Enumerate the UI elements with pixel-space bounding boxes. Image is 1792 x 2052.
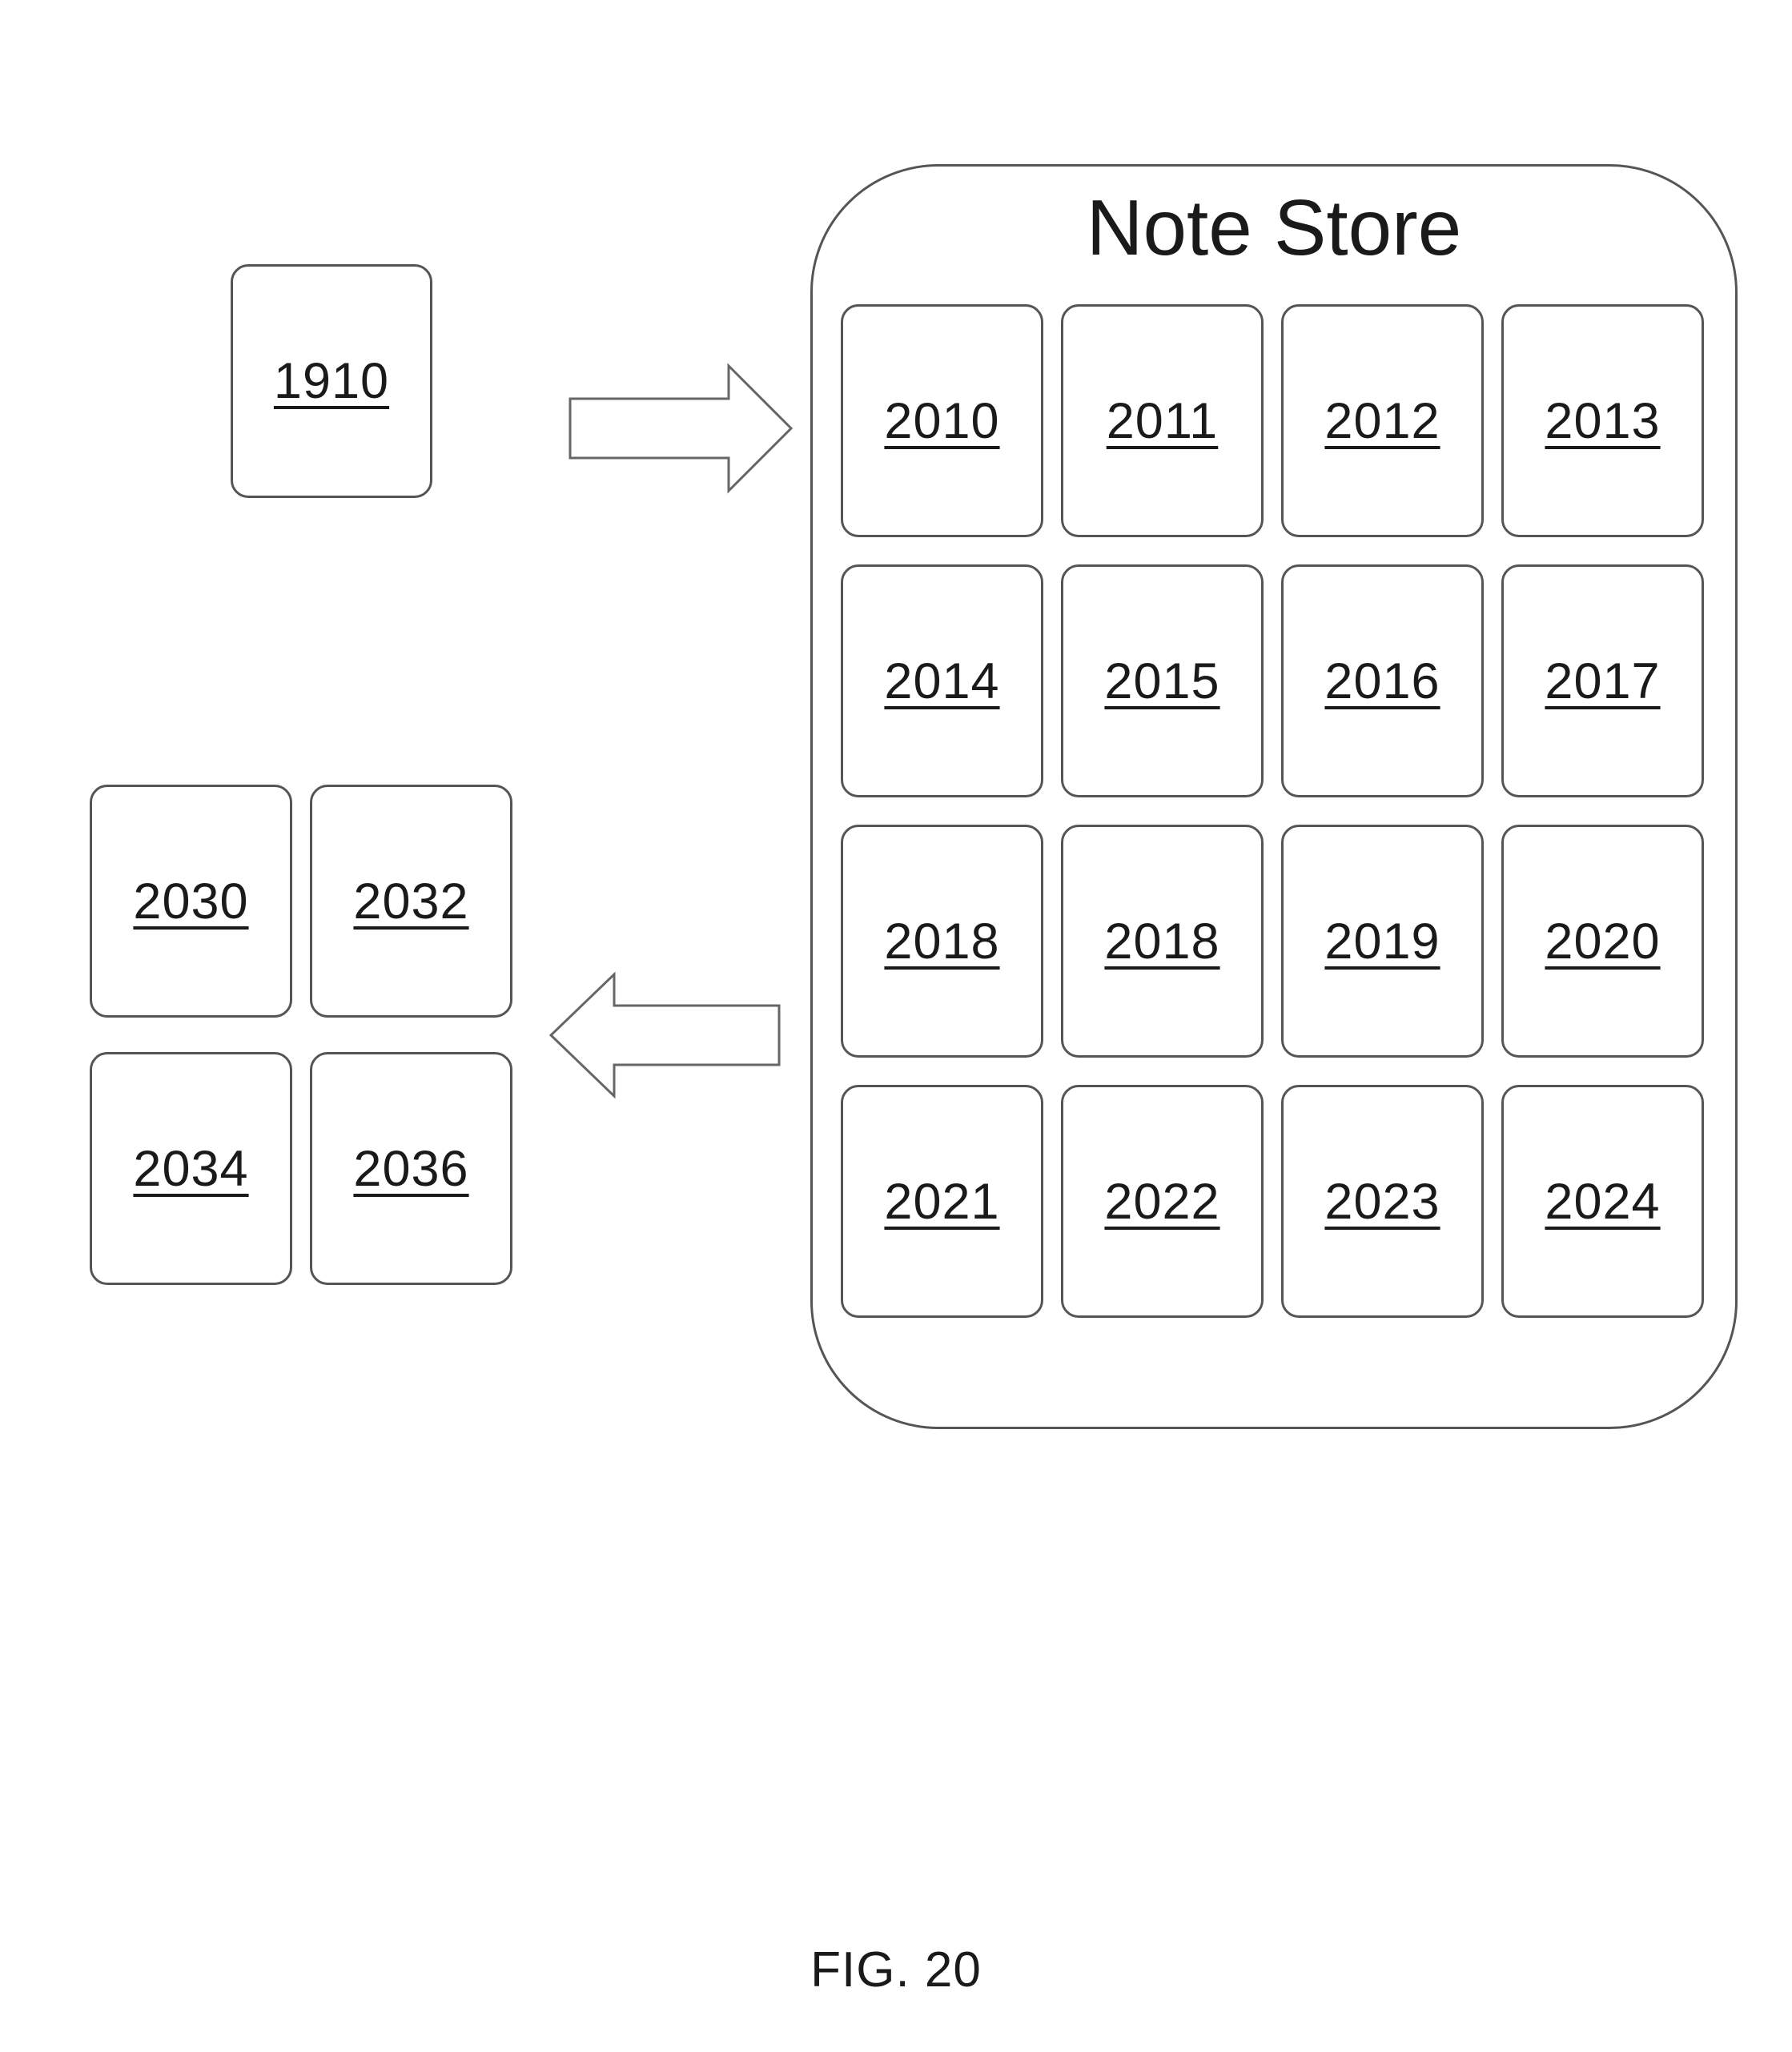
note-cell: 2013 xyxy=(1501,304,1704,537)
note-cell: 2015 xyxy=(1061,564,1264,797)
note-cell-label: 2021 xyxy=(884,1173,999,1231)
arrow-right-icon xyxy=(565,360,805,500)
output-note-label: 2036 xyxy=(353,1140,468,1198)
note-cell-label: 2023 xyxy=(1324,1173,1440,1231)
note-cell: 2018 xyxy=(841,825,1043,1058)
note-cell: 2022 xyxy=(1061,1085,1264,1318)
note-cell: 2018 xyxy=(1061,825,1264,1058)
note-cell-label: 2015 xyxy=(1104,653,1219,710)
note-cell-label: 2014 xyxy=(884,653,999,710)
note-cell-label: 2024 xyxy=(1545,1173,1660,1231)
output-note-label: 2034 xyxy=(133,1140,248,1198)
note-cell: 2016 xyxy=(1281,564,1484,797)
output-note-box: 2036 xyxy=(310,1052,512,1285)
output-note-label: 2030 xyxy=(133,873,248,930)
note-cell-label: 2022 xyxy=(1104,1173,1219,1231)
note-cell-label: 2016 xyxy=(1324,653,1440,710)
output-note-box: 2034 xyxy=(90,1052,292,1285)
note-cell-label: 2019 xyxy=(1324,913,1440,970)
note-cell-label: 2018 xyxy=(1104,913,1219,970)
note-cell-label: 2011 xyxy=(1107,392,1218,450)
note-cell-label: 2018 xyxy=(884,913,999,970)
note-cell: 2024 xyxy=(1501,1085,1704,1318)
source-note-box: 1910 xyxy=(231,264,432,498)
note-cell: 2012 xyxy=(1281,304,1484,537)
note-cell-label: 2013 xyxy=(1545,392,1660,450)
output-note-label: 2032 xyxy=(353,873,468,930)
note-cell: 2017 xyxy=(1501,564,1704,797)
note-cell-label: 2017 xyxy=(1545,653,1660,710)
note-cell: 2020 xyxy=(1501,825,1704,1058)
note-cell-label: 2010 xyxy=(884,392,999,450)
output-note-box: 2030 xyxy=(90,785,292,1018)
note-cell-label: 2020 xyxy=(1545,913,1660,970)
note-cell: 2023 xyxy=(1281,1085,1484,1318)
arrow-left-icon xyxy=(544,969,785,1105)
source-note-label: 1910 xyxy=(274,352,389,410)
note-cell: 2011 xyxy=(1061,304,1264,537)
note-cell: 2021 xyxy=(841,1085,1043,1318)
note-cell: 2014 xyxy=(841,564,1043,797)
note-cell-label: 2012 xyxy=(1324,392,1440,450)
note-cell: 2019 xyxy=(1281,825,1484,1058)
output-note-box: 2032 xyxy=(310,785,512,1018)
note-cell: 2010 xyxy=(841,304,1043,537)
note-store-title: Note Store xyxy=(813,183,1735,273)
figure-caption: FIG. 20 xyxy=(0,1942,1792,1998)
